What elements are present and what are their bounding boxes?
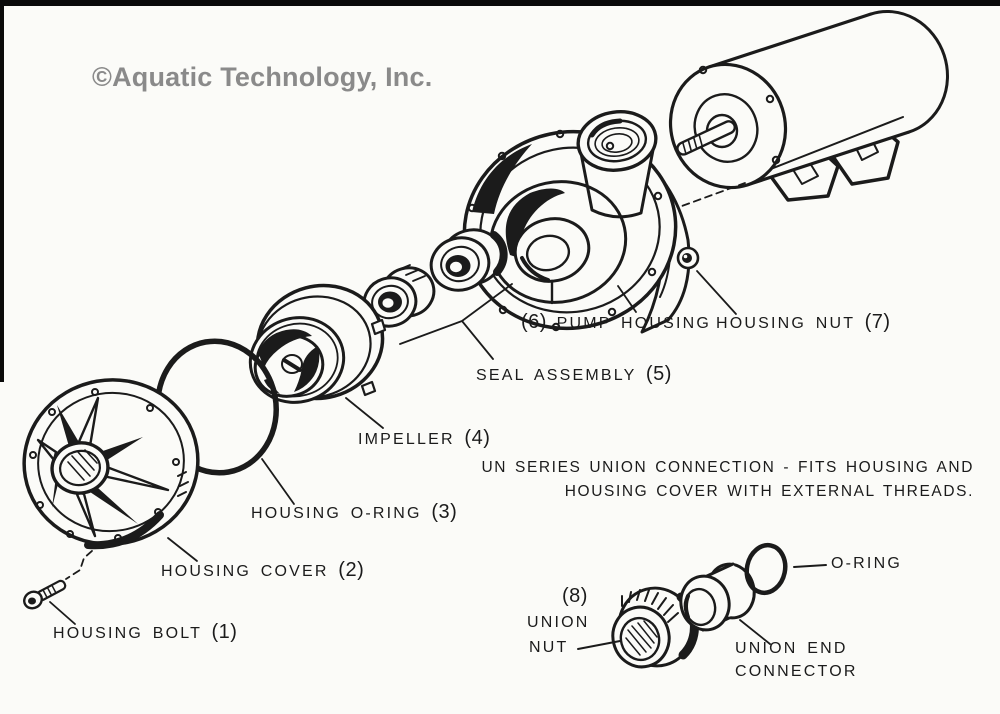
part-number-2: (2) bbox=[338, 559, 365, 581]
housing-nut-drawing bbox=[676, 246, 737, 315]
label-union-nut-line2: NUT bbox=[529, 639, 569, 656]
o-ring-leader-line bbox=[793, 564, 827, 568]
part-number-3: (3) bbox=[431, 501, 458, 523]
motor-drawing bbox=[668, 9, 949, 202]
housing-bolt-dash-line bbox=[65, 542, 102, 580]
part-number-1: (1) bbox=[211, 621, 238, 643]
part-number-7: (7) bbox=[864, 311, 891, 333]
scan-border-left bbox=[0, 0, 4, 382]
label-o-ring: O-RING bbox=[831, 555, 902, 572]
label-seal-assembly: SEAL ASSEMBLY (5) bbox=[476, 363, 672, 385]
label-pump-housing: (6) PUMP HOUSING bbox=[521, 311, 712, 333]
motor-shaft bbox=[676, 120, 736, 156]
label-housing-cover: HOUSING COVER (2) bbox=[161, 559, 365, 581]
housing-cover-drawing bbox=[22, 378, 200, 562]
o-ring-drawing bbox=[744, 542, 827, 596]
part-number-5: (5) bbox=[645, 363, 672, 385]
impeller-leader-line bbox=[345, 397, 384, 429]
housing-bolt-leader-line bbox=[49, 601, 76, 625]
part-number-4: (4) bbox=[464, 427, 491, 449]
pump-housing-leader-line bbox=[617, 285, 637, 313]
housing-nut-leader-line bbox=[696, 270, 737, 315]
seal-assembly-leader-bracket bbox=[399, 283, 513, 360]
union-nut-leader-line bbox=[577, 640, 621, 650]
watermark: ©Aquatic Technology, Inc. bbox=[92, 62, 433, 92]
housing-cover-bolt-holes bbox=[29, 388, 180, 542]
label-housing-bolt: HOUSING BOLT (1) bbox=[53, 621, 238, 643]
union-end-connector-leader-line bbox=[739, 619, 771, 645]
label-union-nut-line1: UNION bbox=[527, 614, 590, 631]
housing-o-ring-leader-line bbox=[261, 458, 295, 505]
pump-housing-port bbox=[576, 110, 658, 219]
series-note: UN SERIES UNION CONNECTION - FITS HOUSIN… bbox=[480, 456, 974, 503]
label-housing-nut: HOUSING NUT (7) bbox=[716, 311, 891, 333]
series-note-line1: UN SERIES UNION CONNECTION - FITS HOUSIN… bbox=[481, 459, 974, 476]
label-impeller: IMPELLER (4) bbox=[358, 427, 491, 449]
housing-cover-leader-line bbox=[167, 537, 198, 562]
series-note-line2: HOUSING COVER WITH EXTERNAL THREADS. bbox=[564, 482, 974, 500]
label-union-end-connector-line2: CONNECTOR bbox=[735, 663, 858, 680]
part-number-6: (6) bbox=[521, 311, 547, 333]
label-union-end-connector-line1: UNION END bbox=[735, 640, 848, 657]
pump-housing-drawing bbox=[462, 110, 691, 334]
scan-border-top bbox=[0, 0, 1000, 6]
impeller-drawing bbox=[248, 283, 387, 429]
housing-bolt-drawing bbox=[23, 542, 102, 625]
seal-assembly-drawing bbox=[362, 228, 513, 360]
part-number-8: (8) bbox=[562, 585, 588, 607]
label-housing-o-ring: HOUSING O-RING (3) bbox=[251, 501, 458, 523]
union-end-connector-drawing bbox=[679, 562, 771, 645]
